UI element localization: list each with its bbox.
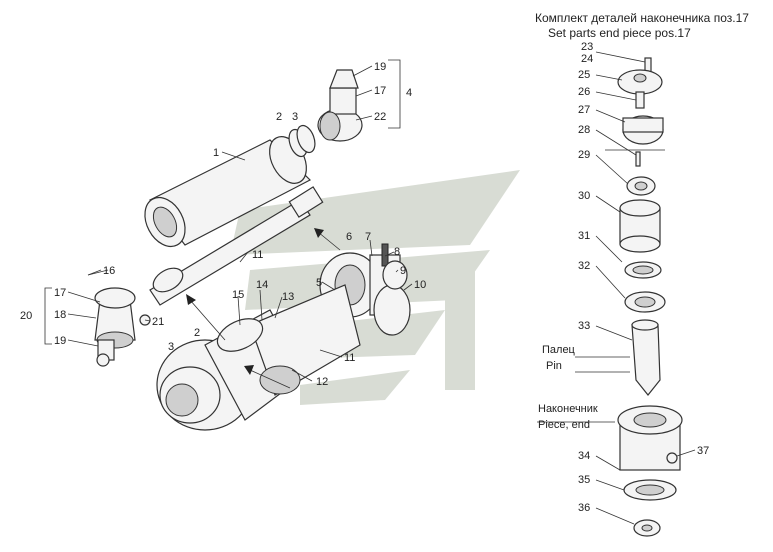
callout-28: 28: [578, 124, 590, 136]
callout-2-lower: 2: [194, 327, 200, 339]
callout-20: 20: [20, 310, 32, 322]
callout-6: 6: [346, 231, 352, 243]
callout-2-top: 2: [276, 111, 282, 123]
callout-30: 30: [578, 190, 590, 202]
callout-31: 31: [578, 230, 590, 242]
callout-19-left: 19: [54, 335, 66, 347]
callout-23: 23: [581, 41, 593, 53]
callout-35: 35: [578, 474, 590, 486]
callout-18: 18: [54, 309, 66, 321]
callout-34: 34: [578, 450, 590, 462]
callout-25: 25: [578, 69, 590, 81]
callout-10: 10: [414, 279, 426, 291]
callout-4: 4: [406, 87, 412, 99]
end-piece-label-en: Piece, end: [538, 419, 590, 431]
callout-8: 8: [394, 246, 400, 258]
direction-arrows: [186, 228, 341, 389]
callout-24: 24: [581, 53, 593, 65]
callout-3-lower: 3: [168, 341, 174, 353]
callout-17-left: 17: [54, 287, 66, 299]
callout-5: 5: [316, 277, 322, 289]
kit-leader-lines: [537, 51, 696, 525]
callout-15: 15: [232, 289, 244, 301]
callout-17-top: 17: [374, 85, 386, 97]
main-leader-lines: [67, 65, 413, 382]
callout-12: 12: [316, 376, 328, 388]
end-piece-label-ru: Наконечник: [538, 403, 598, 415]
callout-1: 1: [213, 147, 219, 159]
callout-9: 9: [400, 265, 406, 277]
pin-label-ru: Палец: [542, 344, 576, 356]
callout-22: 22: [374, 111, 386, 123]
callout-32: 32: [578, 260, 590, 272]
callout-13: 13: [282, 291, 294, 303]
callout-11-lower: 11: [344, 352, 355, 364]
end-piece-assembly-20: [44, 269, 151, 367]
callout-26: 26: [578, 86, 590, 98]
callout-19-top: 19: [374, 61, 386, 73]
callout-33: 33: [578, 320, 590, 332]
callout-27: 27: [578, 104, 590, 116]
callout-14: 14: [256, 279, 268, 291]
rod-part-11: [149, 186, 324, 306]
kit-parts-column: [605, 57, 683, 537]
callout-36: 36: [578, 502, 590, 514]
cylinder-assembly-lower: [156, 284, 361, 431]
callout-7: 7: [365, 231, 371, 243]
callout-3-top: 3: [292, 111, 298, 123]
callout-37: 37: [697, 445, 709, 457]
callout-11-upper: 11: [252, 249, 263, 261]
kit-caption-en: Set parts end piece pos.17: [548, 26, 691, 40]
tube-part-1: [144, 136, 312, 248]
callout-21: 21: [152, 316, 164, 328]
ball-joint-assembly-4: [317, 59, 401, 142]
pin-label-en: Pin: [546, 360, 562, 372]
callout-29: 29: [578, 149, 590, 161]
kit-caption-ru: Комплект деталей наконечника поз.17: [535, 11, 749, 25]
callout-16: 16: [103, 265, 115, 277]
ring-parts-2-3: [288, 124, 316, 158]
